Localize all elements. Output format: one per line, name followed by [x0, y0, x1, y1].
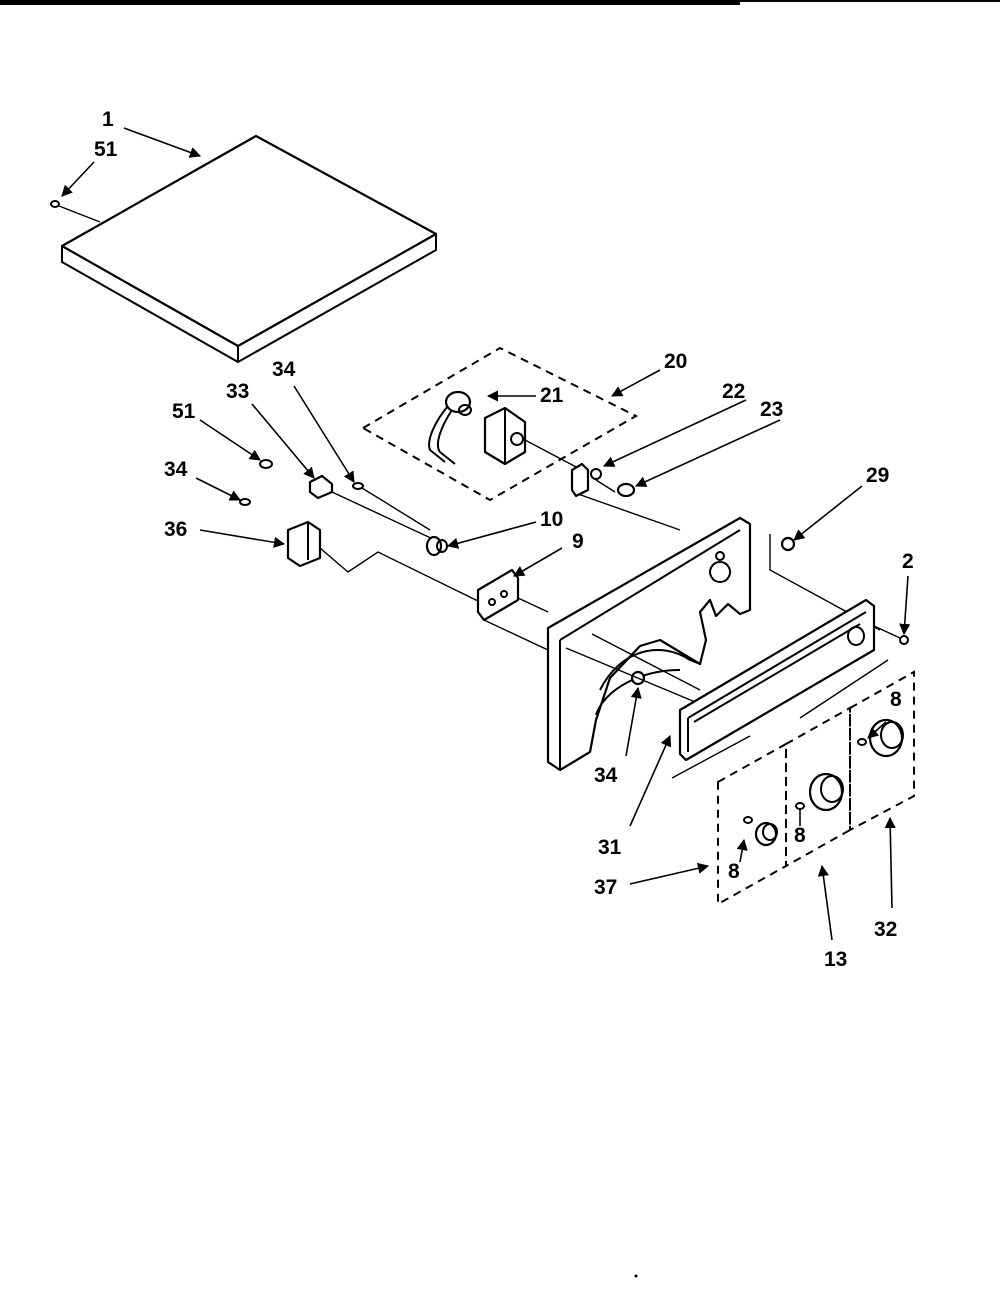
terminal-block-36 [286, 520, 481, 603]
clip-33 [308, 474, 436, 541]
label-part-34-top: 34 [272, 358, 296, 381]
stray-dot [634, 1274, 638, 1278]
label-part-21: 21 [540, 384, 564, 407]
label-part-51-left: 51 [172, 400, 196, 423]
timer-knob-21 [428, 390, 472, 465]
console-front-panel-31 [678, 598, 876, 762]
label-part-1: 1 [102, 108, 114, 131]
label-part-51-top: 51 [94, 138, 118, 161]
screw-51-top [50, 200, 101, 223]
label-part-33: 33 [226, 380, 249, 403]
screw-51-left [259, 459, 273, 469]
label-part-29: 29 [866, 464, 889, 487]
clip-10 [425, 535, 448, 557]
label-part-8-left: 8 [728, 860, 740, 883]
top-panel [60, 134, 438, 363]
label-part-22: 22 [722, 380, 745, 403]
console-back-panel [546, 516, 752, 772]
label-part-37: 37 [594, 876, 617, 899]
bracket-9 [476, 568, 549, 651]
knob-group-37 [717, 742, 787, 906]
label-part-9: 9 [572, 530, 584, 553]
label-part-32: 32 [874, 918, 897, 941]
label-part-10: 10 [540, 508, 563, 531]
leader-lines [61, 127, 911, 941]
top-border-bar [0, 0, 740, 5]
screw-29 [769, 534, 881, 631]
label-part-34-left: 34 [164, 458, 188, 481]
label-part-34-panel: 34 [594, 764, 618, 787]
timer-group-box [360, 346, 639, 502]
screw-34-top [352, 482, 431, 531]
label-part-36: 36 [164, 518, 187, 541]
label-part-23: 23 [760, 398, 783, 421]
switch-22 [570, 462, 616, 498]
label-part-20: 20 [664, 350, 687, 373]
knob-37 [743, 816, 778, 847]
top-border-bar-right [740, 0, 1000, 2]
guide-lines [671, 659, 889, 779]
label-part-8-middle: 8 [794, 824, 806, 847]
screw-34-left [239, 498, 251, 506]
label-part-31: 31 [598, 836, 622, 859]
knob-13 [795, 772, 844, 812]
knob-23 [577, 482, 681, 531]
label-part-8-right: 8 [890, 688, 902, 711]
knob-32 [857, 718, 904, 758]
timer-21 [483, 406, 579, 469]
screw-2 [873, 625, 909, 645]
label-part-2: 2 [902, 550, 914, 573]
label-part-13: 13 [824, 948, 847, 971]
screw-34-panel [565, 633, 701, 705]
